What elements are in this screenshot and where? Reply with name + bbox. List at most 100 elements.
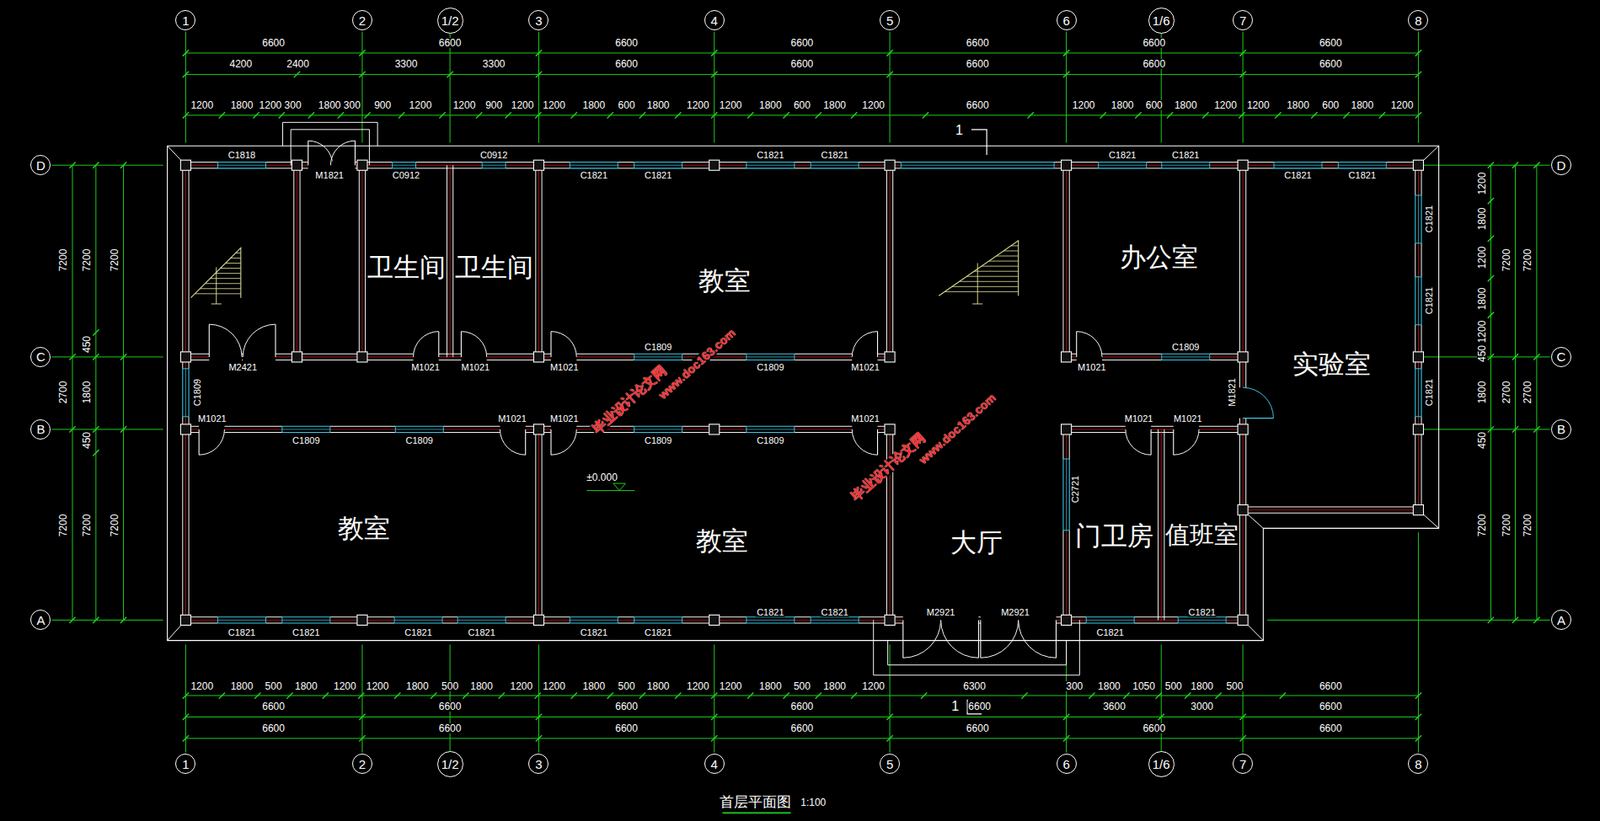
- dimension-tick: [286, 692, 293, 699]
- porch-line: [1079, 620, 1081, 675]
- axis-label: B: [36, 422, 45, 436]
- column: [1412, 505, 1424, 516]
- axis-label: 5: [886, 758, 894, 771]
- dimension-tick: [711, 49, 718, 56]
- window-line: [793, 162, 795, 169]
- extension-line: [713, 32, 715, 144]
- door-swing: [198, 429, 225, 455]
- dimension-text: 1800: [581, 681, 606, 692]
- window-line: [1421, 277, 1423, 326]
- door-swing: [551, 429, 577, 455]
- window-line: [900, 162, 902, 169]
- axis-label: 1: [181, 758, 189, 771]
- window-line: [569, 616, 618, 618]
- window-line: [1097, 162, 1099, 169]
- window-line: [282, 616, 331, 618]
- dimension-tick: [92, 449, 99, 456]
- dimension-text: 2700: [58, 380, 69, 406]
- dimension-line: [1490, 165, 1492, 621]
- window-door-code: C1821: [1187, 607, 1216, 617]
- dimension-text: 2700: [1501, 380, 1512, 406]
- dimension-line: [185, 74, 1419, 75]
- dimension-text: 6600: [1318, 37, 1344, 49]
- extension-line: [185, 644, 187, 753]
- window-line: [1415, 368, 1422, 370]
- window-line: [1337, 165, 1386, 166]
- window-line: [1063, 459, 1070, 461]
- dimension-tick: [1063, 49, 1070, 56]
- window-line: [218, 165, 267, 166]
- window-line: [1415, 276, 1422, 278]
- column: [1412, 160, 1424, 171]
- watermark: www.doc163.com: [655, 326, 739, 402]
- watermark: 毕业设计论文网: [847, 430, 928, 505]
- dimension-tick: [639, 692, 646, 699]
- dimension-tick: [886, 49, 893, 56]
- dimension-tick: [1533, 162, 1540, 169]
- dimension-text: 1200: [189, 681, 215, 692]
- column: [1237, 160, 1248, 171]
- dimension-text: 1800: [81, 380, 92, 406]
- room: 教室: [538, 165, 890, 358]
- axis-line: [1161, 429, 1162, 621]
- extension-line: [1161, 644, 1162, 753]
- dimension-text: 6600: [965, 37, 990, 49]
- wall-line: [535, 429, 536, 621]
- stair-outline: [938, 240, 1018, 296]
- room-name: 大厅: [950, 528, 1003, 557]
- dimension-tick: [850, 692, 857, 699]
- dimension-text: 1200: [408, 100, 434, 111]
- axis-label: D: [1557, 159, 1567, 172]
- dimension-text: 1800: [1349, 100, 1375, 111]
- door-swing: [980, 620, 1019, 659]
- axis-bubble: 1: [175, 10, 196, 31]
- dimension-text: 1800: [230, 100, 255, 111]
- watermark: www.doc163.com: [915, 390, 999, 467]
- room-name: 教室: [698, 266, 751, 295]
- dimension-text: 6300: [962, 681, 987, 692]
- axis-label: 1/6: [1152, 758, 1171, 771]
- dimension-tick: [430, 692, 437, 699]
- dimension-text: 3000: [1189, 701, 1215, 712]
- window-line: [745, 162, 747, 169]
- dimension-text: 1200: [1476, 171, 1488, 197]
- dimension-tick: [535, 112, 541, 118]
- wall-line: [185, 167, 1419, 169]
- wall-line: [1242, 513, 1419, 514]
- window-gap: [1273, 160, 1322, 170]
- window-line: [1145, 162, 1147, 169]
- column: [1412, 352, 1424, 363]
- window-line: [182, 368, 189, 370]
- porch-line: [887, 641, 889, 666]
- axis-label: 4: [711, 758, 718, 771]
- room: 门卫房: [1066, 429, 1162, 621]
- dimension-tick: [182, 49, 189, 56]
- door-swing: [242, 324, 276, 358]
- extension-line: [538, 32, 540, 144]
- dimension-tick: [1239, 71, 1246, 78]
- window-line: [569, 162, 571, 169]
- window-line: [217, 162, 219, 169]
- window-gap: [569, 616, 618, 626]
- window-line: [265, 617, 267, 624]
- window-line: [681, 353, 683, 360]
- stair-step: [235, 252, 241, 254]
- window-line: [1418, 277, 1419, 326]
- dimension-tick: [747, 112, 754, 118]
- window-gap: [569, 160, 618, 170]
- window-door-code: M2421: [227, 362, 258, 372]
- window-line: [282, 620, 331, 621]
- dimension-tick: [535, 49, 542, 56]
- dimension-tick: [92, 329, 99, 336]
- door-swing: [851, 429, 878, 455]
- dimension-text: 1800: [1173, 100, 1199, 111]
- door-gap: [308, 160, 333, 170]
- window-door-code: C1821: [1107, 150, 1137, 161]
- dimension-tick: [69, 617, 75, 624]
- door-swing: [1076, 331, 1103, 358]
- dimension-text: 500: [440, 681, 460, 692]
- door-swing: [308, 140, 333, 166]
- window-door-code: C1809: [755, 436, 785, 446]
- room: 卫生间: [449, 165, 539, 358]
- stair-step: [225, 262, 241, 264]
